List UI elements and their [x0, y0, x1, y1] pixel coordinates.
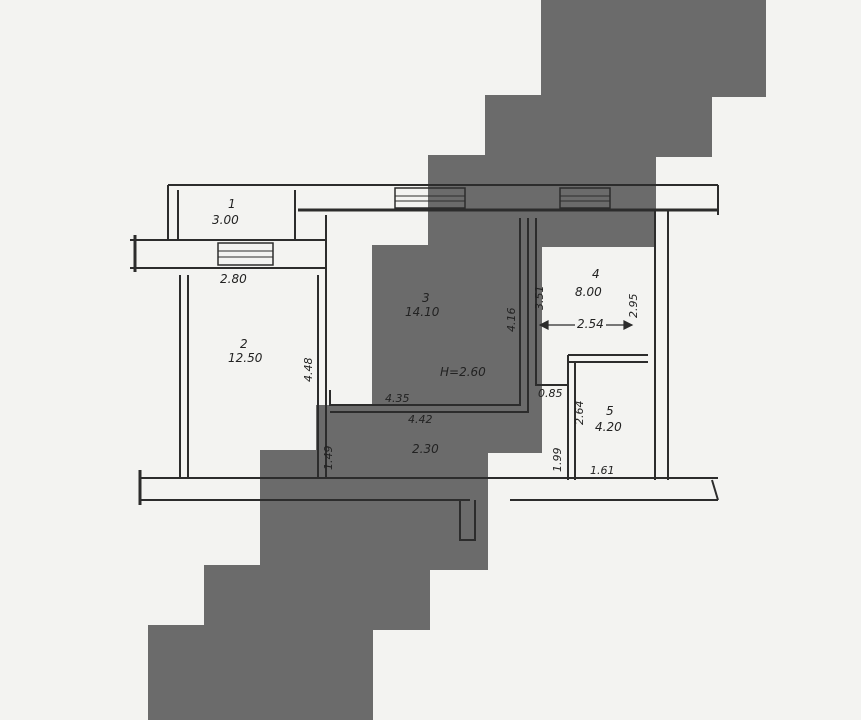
dim-1-61: 1.61	[590, 464, 615, 477]
room-3-number: 3	[422, 291, 430, 305]
plan-walls	[130, 184, 719, 541]
dim-0-85: 0.85	[538, 387, 563, 400]
room-4-area: 8.00	[575, 285, 602, 299]
room-3-area: 14.10	[405, 305, 440, 319]
room-2-number: 2	[240, 337, 248, 351]
room-2-area: 12.50	[228, 351, 263, 365]
dim-1-99: 1.99	[551, 447, 564, 473]
dim-2-54: 2.54	[575, 317, 606, 331]
dim-4-35: 4.35	[385, 392, 410, 405]
room-1-number: 1	[228, 197, 236, 211]
ceiling-height: H=2.60	[440, 365, 486, 379]
dim-4-48: 4.48	[302, 357, 315, 383]
room-5-area: 4.20	[595, 420, 622, 434]
room-5-number: 5	[606, 404, 614, 418]
dim-3-51: 3.51	[533, 285, 546, 311]
dim-2-64: 2.64	[573, 400, 586, 426]
room-1-area: 3.00	[212, 213, 239, 227]
dim-2-80: 2.80	[220, 272, 247, 286]
dim-4-42: 4.42	[408, 413, 433, 426]
dim-2-95: 2.95	[627, 293, 640, 319]
redaction-band	[148, 0, 766, 720]
dim-1-49: 1.49	[322, 445, 335, 471]
corridor-area: 2.30	[412, 442, 439, 456]
dim-4-16: 4.16	[505, 307, 518, 333]
room-4-number: 4	[592, 267, 600, 281]
